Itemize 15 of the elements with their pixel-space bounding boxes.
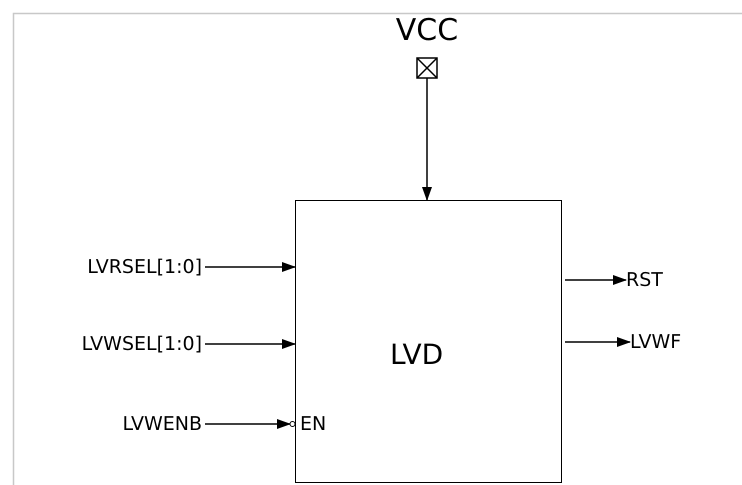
signal-label: LVWSEL[1:0] — [20, 333, 202, 355]
pin-name: VCC — [394, 14, 460, 48]
signal-label: RST — [626, 269, 686, 291]
arrow — [205, 419, 291, 429]
arrow — [422, 94, 432, 201]
pin-name: EN — [300, 413, 326, 435]
signal-label: LVWENB — [20, 413, 202, 435]
block-name: LVD — [390, 339, 444, 371]
arrow — [205, 339, 296, 349]
arrow — [205, 262, 296, 272]
signal-label: LVRSEL[1:0] — [20, 256, 202, 278]
arrow — [565, 275, 627, 285]
block-box — [295, 200, 562, 483]
arrow — [565, 337, 631, 347]
signal-label: LVWF — [630, 331, 710, 353]
